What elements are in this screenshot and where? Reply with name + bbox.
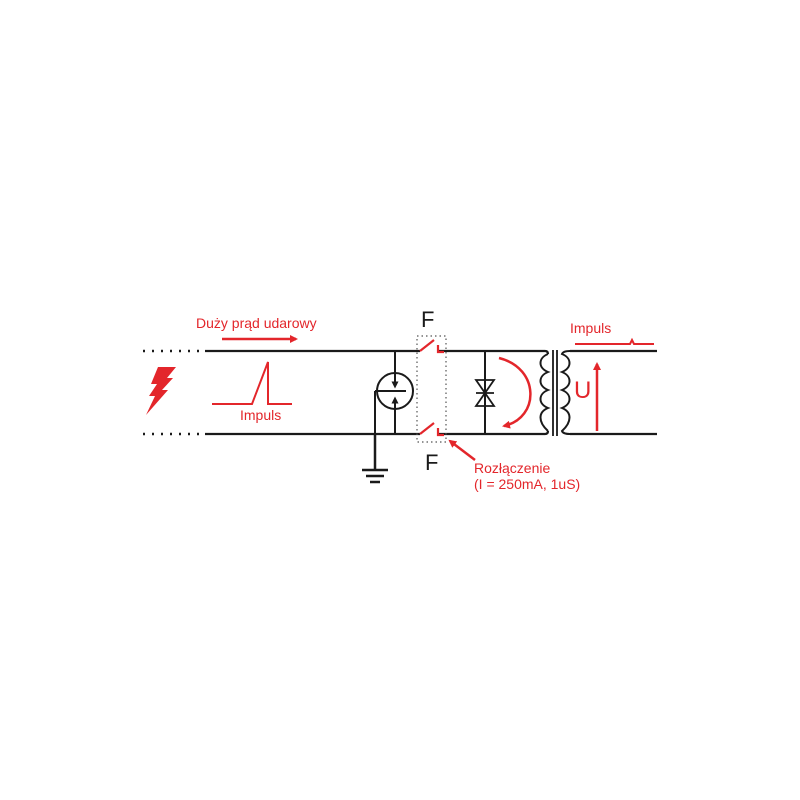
disconnect-arrow	[448, 439, 476, 461]
gas-discharge-tube	[374, 351, 414, 470]
transformer-core	[552, 350, 558, 436]
impulse-input-label: Impuls	[240, 407, 282, 423]
fuse-bottom-label: F	[425, 450, 439, 475]
fuse-switch-top	[419, 339, 444, 354]
fuse-switch-bottom	[419, 422, 444, 437]
fuse-enclosure	[416, 335, 447, 443]
transformer-primary-coil	[539, 353, 551, 432]
impulse-waveform-output	[575, 337, 654, 345]
disconnect-label-line2: (I = 250mA, 1uS)	[474, 476, 581, 492]
wire-bottom-mid	[438, 430, 550, 436]
voltage-label: U	[574, 377, 592, 404]
lightning-bolt-icon	[146, 367, 176, 415]
disconnect-label-line1: Rozłączenie	[474, 460, 551, 476]
circulating-current-arrow	[498, 356, 532, 429]
fuse-top-label: F	[421, 307, 435, 332]
surge-current-label: Duży prąd udarowy	[196, 315, 317, 331]
tvs-diode	[474, 351, 496, 434]
impulse-output-label: Impuls	[570, 320, 612, 336]
ground-symbol	[362, 434, 388, 484]
transformer-secondary-coil	[559, 350, 571, 435]
impulse-waveform-input	[212, 361, 292, 405]
wire-top-mid	[438, 349, 550, 355]
